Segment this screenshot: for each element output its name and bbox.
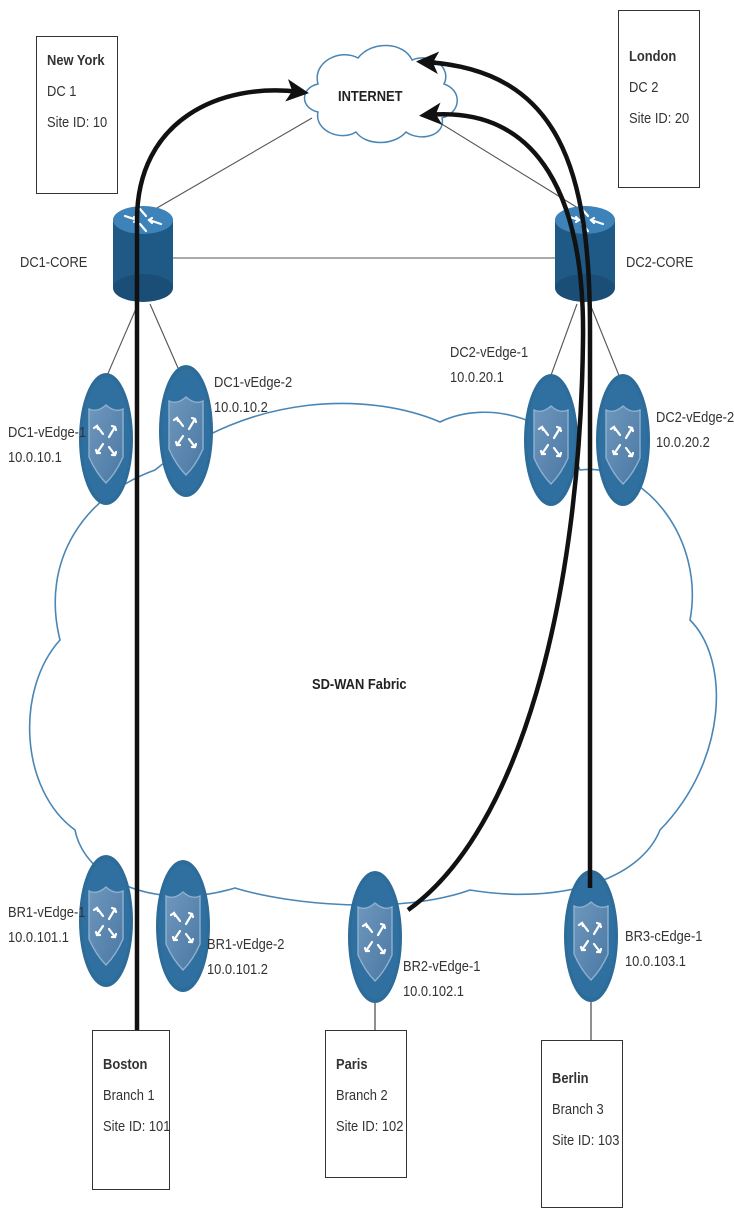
site-name: Berlin [552,1070,589,1087]
dc2-vedge-2-device [594,372,652,508]
device-ip: 10.0.10.2 [214,399,268,416]
br2-vedge-1-device [346,869,404,1005]
device-ip: 10.0.101.2 [207,961,268,978]
site-name: London [629,48,677,65]
dc2-vedge-1-device [522,372,580,508]
device-name: DC2-vEdge-2 [656,409,734,426]
device-ip: 10.0.10.1 [8,449,62,466]
br1-vedge-1-label: BR1-vEdge-1 10.0.101.1 [8,900,85,950]
device-name: BR3-cEdge-1 [625,928,703,945]
fabric-label: SD-WAN Fabric [312,676,407,693]
internet-flows [134,51,593,1030]
site-name: Boston [103,1056,148,1073]
site-box-newyork: New York DC 1 Site ID: 10 [36,36,118,194]
site-id: Site ID: 10 [47,114,108,131]
dc1-vedge-1-device [77,371,135,507]
site-box-boston: Boston Branch 1 Site ID: 101 [92,1030,170,1190]
br2-vedge-1-label: BR2-vEdge-1 10.0.102.1 [403,954,480,1004]
site-id: Site ID: 102 [336,1118,404,1135]
dc1-vedge-2-label: DC1-vEdge-2 10.0.10.2 [214,370,292,420]
device-ip: 10.0.20.1 [450,369,504,386]
site-type: DC 2 [629,79,659,96]
device-name: BR1-vEdge-1 [8,904,86,921]
site-name: Paris [336,1056,368,1073]
dc1-vedge-2-device [157,363,215,499]
device-name: BR2-vEdge-1 [403,958,481,975]
site-name: New York [47,52,105,69]
br1-vedge-2-label: BR1-vEdge-2 10.0.101.2 [207,932,284,982]
site-type: DC 1 [47,83,77,100]
device-name: DC2-vEdge-1 [450,344,529,361]
device-name: DC1-vEdge-1 [8,424,87,441]
site-id: Site ID: 103 [552,1132,620,1149]
site-box-london: London DC 2 Site ID: 20 [618,10,700,188]
site-id: Site ID: 101 [103,1118,171,1135]
br1-vedge-2-device [154,858,212,994]
device-ip: 10.0.20.2 [656,434,710,451]
dc1-vedge-1-label: DC1-vEdge-1 10.0.10.1 [8,420,86,470]
br3-cedge-1-device [562,868,620,1004]
br1-vedge-1-device [77,853,135,989]
site-type: Branch 1 [103,1087,155,1104]
site-type: Branch 2 [336,1087,388,1104]
device-ip: 10.0.102.1 [403,983,464,1000]
dc2-vedge-2-label: DC2-vEdge-2 10.0.20.2 [656,405,734,455]
dc1-core-label: DC1-CORE [20,254,88,271]
device-name: BR1-vEdge-2 [207,936,285,953]
device-ip: 10.0.103.1 [625,953,686,970]
dc2-vedge-1-label: DC2-vEdge-1 10.0.20.1 [450,340,528,390]
device-name: DC1-vEdge-2 [214,374,293,391]
site-type: Branch 3 [552,1101,604,1118]
br3-cedge-1-label: BR3-cEdge-1 10.0.103.1 [625,924,702,974]
internet-label: INTERNET [338,88,403,105]
site-id: Site ID: 20 [629,110,690,127]
site-box-berlin: Berlin Branch 3 Site ID: 103 [541,1040,623,1208]
dc1-core-router [111,204,175,304]
site-box-paris: Paris Branch 2 Site ID: 102 [325,1030,407,1178]
device-ip: 10.0.101.1 [8,929,69,946]
dc2-core-label: DC2-CORE [626,254,694,271]
